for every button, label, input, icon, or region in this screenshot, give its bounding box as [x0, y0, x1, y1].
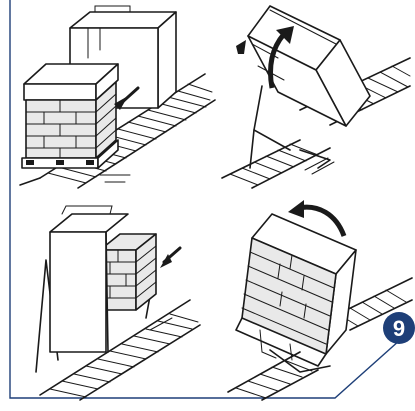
pallet-load: [22, 64, 118, 168]
step-number-badge: 9: [383, 312, 415, 344]
clamp-arrow: [160, 248, 180, 268]
pallet-load: [100, 234, 156, 310]
step-number-text: 9: [393, 316, 405, 341]
rotator-frame: [250, 86, 290, 168]
lower-conveyor: [222, 140, 330, 188]
rotating-drum: [236, 214, 356, 366]
floor-hatching: [100, 175, 130, 182]
panel-bottom-left: [36, 206, 200, 400]
panel-top-left: [20, 6, 215, 188]
panel-bottom-right: [228, 200, 412, 400]
panel-top-right: [222, 6, 410, 188]
